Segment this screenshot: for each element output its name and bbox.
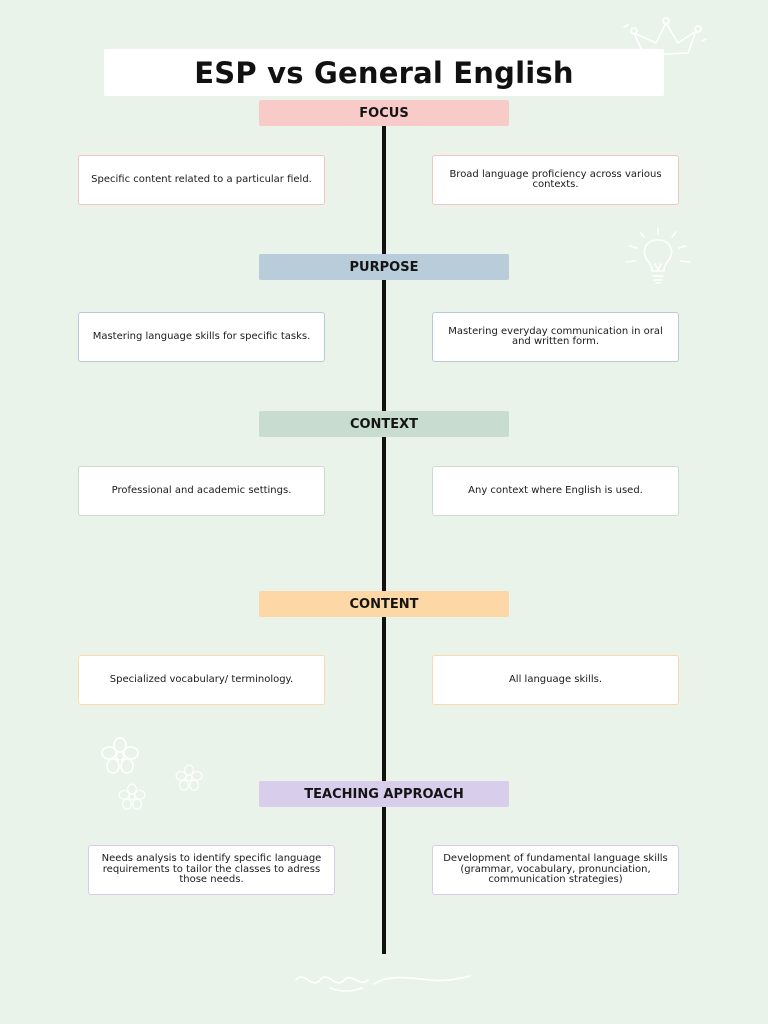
esp-card: Specific content related to a particular… bbox=[78, 155, 325, 205]
squiggle-icon bbox=[295, 975, 471, 992]
esp-card: Specialized vocabulary/ terminology. bbox=[78, 655, 325, 705]
section-heading: PURPOSE bbox=[259, 254, 509, 280]
flowers-icon bbox=[101, 737, 203, 810]
general-english-card: Development of fundamental language skil… bbox=[432, 845, 679, 895]
general-english-card: Any context where English is used. bbox=[432, 466, 679, 516]
section-heading: TEACHING APPROACH bbox=[259, 781, 509, 807]
esp-card: Mastering language skills for specific t… bbox=[78, 312, 325, 362]
esp-card: Professional and academic settings. bbox=[78, 466, 325, 516]
title-box: ESP vs General English bbox=[104, 49, 664, 96]
crown-icon bbox=[623, 17, 707, 56]
general-english-card: Mastering everyday communication in oral… bbox=[432, 312, 679, 362]
esp-card: Needs analysis to identify specific lang… bbox=[88, 845, 335, 895]
general-english-card: Broad language proficiency across variou… bbox=[432, 155, 679, 205]
section-heading: CONTENT bbox=[259, 591, 509, 617]
timeline-line bbox=[382, 124, 386, 954]
lightbulb-icon bbox=[625, 227, 691, 284]
page-title: ESP vs General English bbox=[194, 55, 574, 90]
section-heading: FOCUS bbox=[259, 100, 509, 126]
section-heading: CONTEXT bbox=[259, 411, 509, 437]
general-english-card: All language skills. bbox=[432, 655, 679, 705]
